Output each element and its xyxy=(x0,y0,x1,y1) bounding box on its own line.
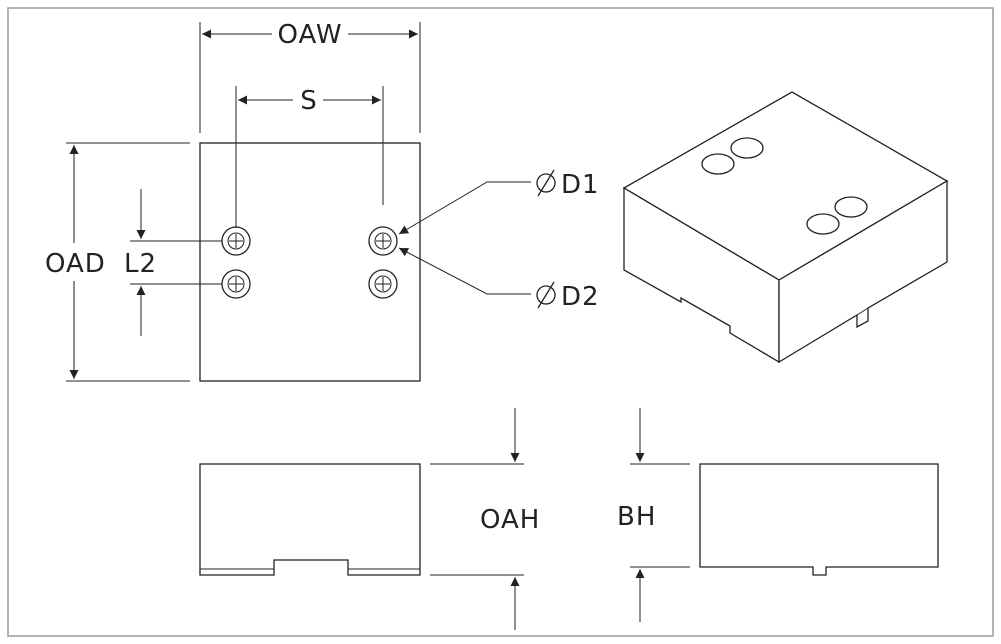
front-view-outline xyxy=(199,463,421,576)
front-view: OAH xyxy=(199,408,540,630)
d2-label: D2 xyxy=(561,282,600,312)
side-view-outline xyxy=(699,463,939,576)
s-label: S xyxy=(300,86,318,116)
d2-leader xyxy=(398,247,531,295)
hole-right-bottom xyxy=(368,269,398,299)
iso-hole-3 xyxy=(806,213,840,235)
d1-label: D1 xyxy=(561,170,600,200)
drawing-border xyxy=(7,7,994,637)
oah-label: OAH xyxy=(480,505,540,535)
hole-left-top xyxy=(221,226,251,256)
oaw-label: OAW xyxy=(277,20,342,50)
diameter-symbol-d2 xyxy=(536,281,556,309)
d1-leader xyxy=(398,181,531,235)
hole-left-bottom xyxy=(221,269,251,299)
bh-label: BH xyxy=(617,502,656,532)
diameter-symbol-d1 xyxy=(536,169,556,197)
iso-hole-4 xyxy=(834,196,868,218)
iso-hole-2 xyxy=(730,137,764,159)
side-view: BH xyxy=(617,408,939,622)
l2-label: L2 xyxy=(124,249,157,279)
oad-label: OAD xyxy=(45,249,106,279)
top-view-outline xyxy=(199,142,421,382)
iso-right-face xyxy=(778,179,948,364)
iso-slot-left xyxy=(680,297,731,327)
hole-right-top xyxy=(368,226,398,256)
isometric-view xyxy=(622,91,949,364)
iso-hole-1 xyxy=(701,153,735,175)
iso-slot-right xyxy=(856,307,869,316)
top-view: OAW S OAD L2 xyxy=(45,20,600,382)
